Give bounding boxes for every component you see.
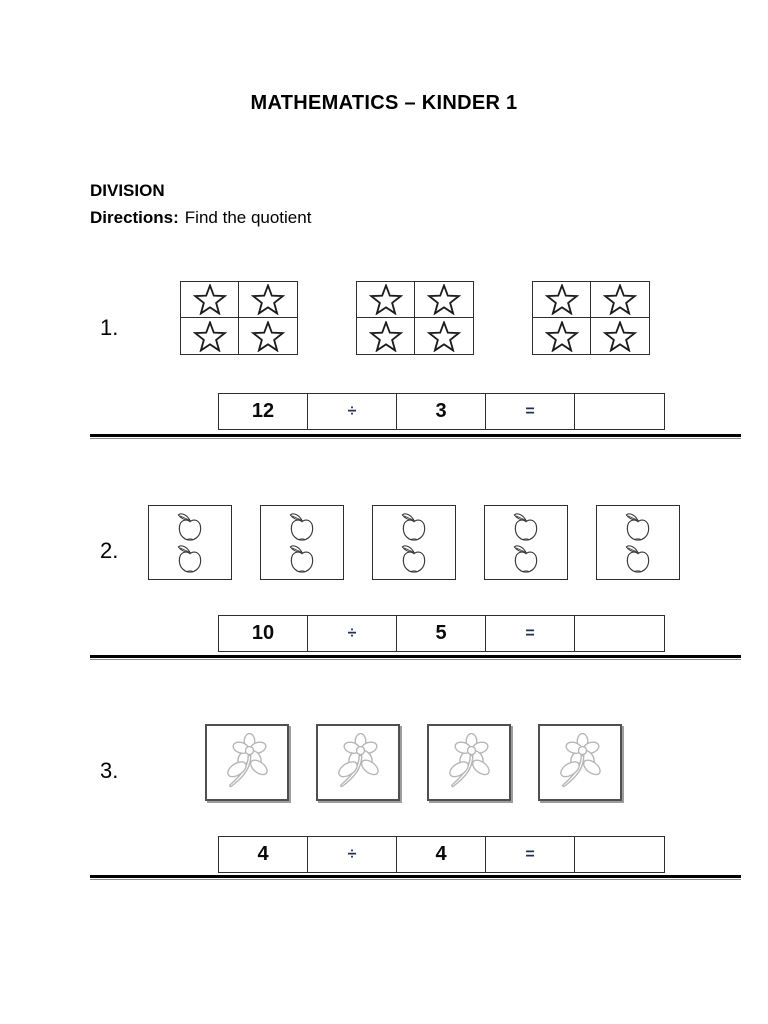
flower-icon — [338, 732, 379, 787]
directions-line: Directions: Find the quotient — [90, 208, 311, 228]
problem-1-number: 1. — [100, 315, 119, 340]
star-item — [591, 318, 649, 354]
apple-icon — [625, 545, 650, 573]
flower-group-box — [538, 724, 622, 801]
star-item — [239, 282, 297, 318]
star-item — [239, 318, 297, 354]
star-item — [533, 282, 591, 318]
flower-icon — [560, 732, 601, 787]
dividend-cell: 4 — [219, 837, 308, 872]
apple-item — [286, 511, 318, 542]
star-icon — [251, 284, 285, 315]
apple-item — [398, 511, 430, 542]
flower-icon — [227, 732, 268, 787]
problem-3-equation-table: 4 ÷ 4 = — [218, 836, 665, 873]
star-item — [591, 282, 649, 318]
star-icon — [544, 320, 579, 352]
star-icon — [368, 320, 403, 352]
apple-icon — [177, 513, 202, 541]
star-group-box — [180, 281, 298, 355]
star-icon — [427, 320, 461, 352]
star-item — [415, 318, 473, 354]
divisor-cell: 5 — [397, 616, 486, 651]
flower-group-box — [427, 724, 511, 801]
answer-cell — [575, 394, 664, 429]
star-icon — [427, 284, 461, 315]
problem-3-group-row — [205, 724, 622, 801]
apple-group-box — [372, 505, 456, 580]
star-item — [533, 318, 591, 354]
section-divider — [90, 434, 741, 439]
flower-group-box — [205, 724, 289, 801]
star-icon — [544, 284, 579, 315]
divide-sign: ÷ — [308, 616, 397, 651]
apple-group-box — [260, 505, 344, 580]
equals-sign: = — [486, 837, 575, 872]
page-title: MATHEMATICS – KINDER 1 — [250, 92, 518, 114]
apple-group-box — [148, 505, 232, 580]
section-divider — [90, 655, 741, 660]
apple-item — [510, 543, 542, 574]
apple-group-box — [484, 505, 568, 580]
star-group-box — [532, 281, 650, 355]
apple-icon — [401, 513, 426, 541]
answer-cell — [575, 616, 664, 651]
directions-text: Find the quotient — [184, 208, 312, 227]
star-icon — [251, 320, 285, 352]
apple-item — [622, 543, 654, 574]
apple-icon — [289, 545, 314, 573]
divisor-cell: 3 — [397, 394, 486, 429]
apple-icon — [289, 513, 314, 541]
apple-icon — [401, 545, 426, 573]
flower-group-box — [316, 724, 400, 801]
apple-icon — [513, 513, 538, 541]
flower-icon — [449, 732, 490, 787]
apple-item — [398, 543, 430, 574]
star-group-box — [356, 281, 474, 355]
flower-item — [549, 732, 611, 793]
section-heading: DIVISION — [90, 181, 165, 200]
answer-cell — [575, 837, 664, 872]
star-item — [415, 282, 473, 318]
apple-group-box — [596, 505, 680, 580]
dividend-cell: 10 — [219, 616, 308, 651]
divide-sign: ÷ — [308, 837, 397, 872]
equals-sign: = — [486, 394, 575, 429]
divisor-cell: 4 — [397, 837, 486, 872]
star-icon — [603, 284, 637, 315]
apple-item — [174, 543, 206, 574]
equals-sign: = — [486, 616, 575, 651]
apple-item — [510, 511, 542, 542]
problem-2-equation-table: 10 ÷ 5 = — [218, 615, 665, 652]
section-divider — [90, 875, 741, 880]
problem-1-group-row — [180, 281, 650, 355]
problem-1-equation-table: 12 ÷ 3 = — [218, 393, 665, 430]
star-item — [357, 318, 415, 354]
apple-item — [174, 511, 206, 542]
flower-item — [327, 732, 389, 793]
divide-sign: ÷ — [308, 394, 397, 429]
apple-icon — [625, 513, 650, 541]
flower-item — [438, 732, 500, 793]
star-icon — [603, 320, 637, 352]
star-icon — [368, 284, 403, 315]
apple-item — [622, 511, 654, 542]
problem-2-group-row — [148, 505, 680, 580]
star-item — [181, 318, 239, 354]
apple-item — [286, 543, 318, 574]
directions-label: Directions: — [90, 208, 179, 227]
problem-3-number: 3. — [100, 758, 119, 783]
flower-item — [216, 732, 278, 793]
dividend-cell: 12 — [219, 394, 308, 429]
star-item — [357, 282, 415, 318]
star-icon — [192, 284, 227, 315]
star-icon — [192, 320, 227, 352]
problem-2-number: 2. — [100, 538, 119, 563]
star-item — [181, 282, 239, 318]
apple-icon — [177, 545, 202, 573]
apple-icon — [513, 545, 538, 573]
